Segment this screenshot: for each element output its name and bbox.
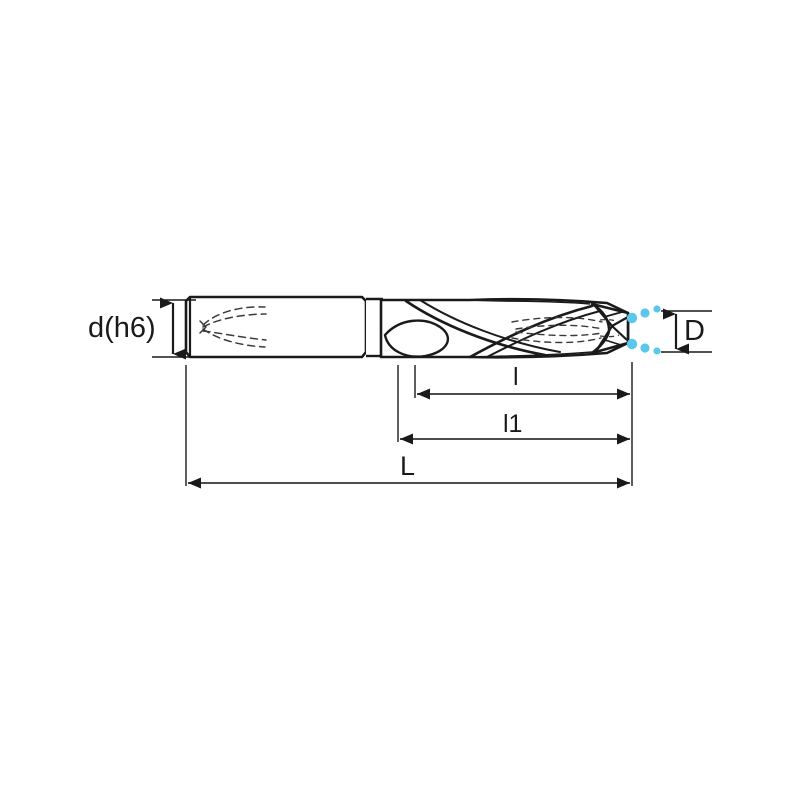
coolant-spray-dots — [626, 305, 661, 355]
dimension-label-cutting-diameter: D — [684, 315, 705, 347]
dimension-cutting-diameter — [661, 308, 712, 355]
helix-edge-1 — [404, 299, 547, 357]
horizontal-extension-lines — [185, 362, 633, 486]
coolant-dot-1 — [626, 312, 638, 324]
drill-geometry — [184, 295, 661, 359]
dimension-label-shank-diameter: d(h6) — [88, 312, 156, 344]
helix-edge-2b — [486, 310, 601, 358]
dimension-label-body-length: l1 — [503, 410, 523, 438]
coolant-dot-4 — [626, 338, 638, 350]
shank-coolant-converge-mark — [199, 320, 207, 334]
land-bottom-line — [469, 351, 593, 358]
coolant-dot-3 — [653, 305, 661, 313]
land-top-line — [469, 299, 591, 305]
helix-edge-2 — [468, 304, 594, 359]
shank-coolant-channels — [202, 306, 267, 348]
tip-cutting-edge-upper — [603, 311, 623, 318]
coolant-dot-6 — [653, 347, 661, 355]
tip-cutting-edge-lower — [604, 339, 622, 346]
neck-fill — [366, 299, 381, 355]
body-coolant-channels — [511, 316, 604, 344]
dimension-shank-diameter — [152, 297, 196, 360]
tip-facet-upper — [611, 316, 629, 327]
tip-facet-lower — [611, 325, 628, 341]
dimension-label-flute-length: l — [513, 363, 519, 391]
helix-edge-1b — [419, 299, 561, 353]
coolant-dot-5 — [640, 343, 650, 353]
drill-shank — [184, 295, 368, 359]
shank-outline — [184, 295, 368, 359]
drill-point-tip — [590, 302, 630, 355]
dimension-label-overall-length: L — [400, 451, 416, 481]
drill-flute-body — [379, 297, 630, 359]
coolant-dot-2 — [640, 308, 650, 318]
tip-coolant-outlets — [599, 318, 620, 338]
flute-gash-pocket — [383, 319, 450, 358]
